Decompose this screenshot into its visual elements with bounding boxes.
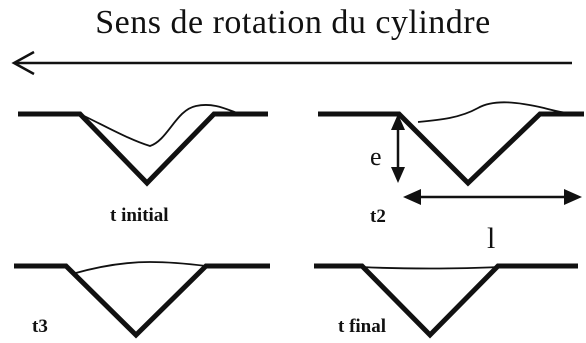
groove-t-final: [314, 263, 578, 339]
depth-dimension-e: [391, 114, 405, 183]
groove-t3: [14, 261, 270, 339]
groove-t-initial: [18, 104, 268, 187]
label-t-final: t final: [338, 316, 387, 337]
rotation-arrow: [11, 50, 572, 76]
label-t3: t3: [32, 316, 48, 337]
label-l: l: [487, 222, 496, 255]
label-t-initial: t initial: [110, 205, 169, 226]
diagram-title: Sens de rotation du cylindre: [95, 4, 491, 41]
groove-t2: [318, 101, 585, 187]
label-e: e: [370, 142, 382, 171]
label-t2: t2: [370, 206, 386, 227]
width-dimension-l: [403, 189, 582, 205]
